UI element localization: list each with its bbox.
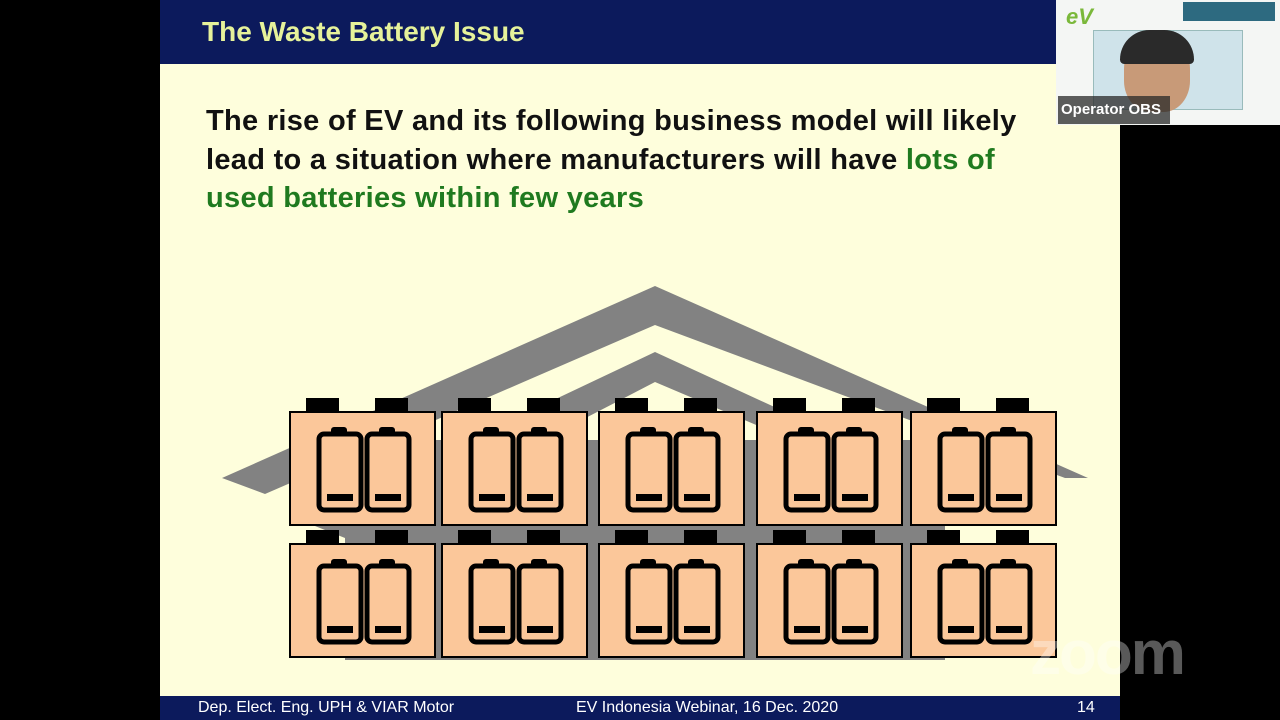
terminal <box>306 530 339 545</box>
low-battery-icon <box>985 559 1033 645</box>
low-battery-icon <box>831 427 879 513</box>
page-number: 14 <box>1077 699 1095 716</box>
low-battery-icon <box>625 427 673 513</box>
low-battery-icon <box>516 559 564 645</box>
battery-pack <box>756 398 903 526</box>
battery-pack <box>441 530 588 658</box>
battery-pack <box>910 530 1057 658</box>
low-battery-icon <box>516 427 564 513</box>
terminal <box>375 398 408 413</box>
low-battery-icon <box>468 427 516 513</box>
terminal <box>996 398 1029 413</box>
low-battery-icon <box>364 559 412 645</box>
terminal <box>927 530 960 545</box>
terminal <box>527 530 560 545</box>
terminal <box>527 398 560 413</box>
speaker-hair <box>1120 30 1194 64</box>
battery-pack <box>910 398 1057 526</box>
body-text: The rise of EV and its following busines… <box>206 105 1017 176</box>
battery-warehouse-illustration <box>222 286 1088 660</box>
terminal <box>842 398 875 413</box>
footer-center: EV Indonesia Webinar, 16 Dec. 2020 <box>576 699 839 716</box>
footer-left: Dep. Elect. Eng. UPH & VIAR Motor <box>198 699 455 716</box>
low-battery-icon <box>937 427 985 513</box>
terminal <box>458 530 491 545</box>
battery-packs <box>289 398 1057 658</box>
terminal <box>773 530 806 545</box>
terminal <box>615 530 648 545</box>
participant-name: Operator OBS <box>1058 96 1170 124</box>
zoom-watermark: zoom <box>1030 619 1186 688</box>
battery-pack <box>598 398 745 526</box>
slide-title: The Waste Battery Issue <box>202 16 525 47</box>
slide-header: The Waste Battery Issue <box>160 0 1120 64</box>
low-battery-icon <box>468 559 516 645</box>
battery-pack <box>756 530 903 658</box>
terminal <box>306 398 339 413</box>
low-battery-icon <box>937 559 985 645</box>
battery-pack <box>598 530 745 658</box>
low-battery-icon <box>625 559 673 645</box>
terminal <box>458 398 491 413</box>
battery-pack <box>289 398 436 526</box>
presentation-slide: The Waste Battery Issue The rise of EV a… <box>160 0 1120 720</box>
ev-logo: eV <box>1066 4 1093 29</box>
terminal <box>684 530 717 545</box>
low-battery-icon <box>364 427 412 513</box>
slide-body-text: The rise of EV and its following busines… <box>206 102 1046 218</box>
terminal <box>996 530 1029 545</box>
low-battery-icon <box>316 559 364 645</box>
terminal <box>773 398 806 413</box>
sponsor-logos <box>1183 2 1275 21</box>
low-battery-icon <box>985 427 1033 513</box>
body-highlight: lots of used batteries within few years <box>206 143 996 215</box>
low-battery-icon <box>673 559 721 645</box>
low-battery-icon <box>783 559 831 645</box>
terminal <box>842 530 875 545</box>
terminal <box>615 398 648 413</box>
terminal <box>684 398 717 413</box>
low-battery-icon <box>673 427 721 513</box>
low-battery-icon <box>783 427 831 513</box>
terminal <box>927 398 960 413</box>
low-battery-icon <box>831 559 879 645</box>
slide-footer: Dep. Elect. Eng. UPH & VIAR Motor EV Ind… <box>160 696 1120 720</box>
low-battery-icon <box>316 427 364 513</box>
battery-pack <box>289 530 436 658</box>
battery-pack <box>441 398 588 526</box>
terminal <box>375 530 408 545</box>
